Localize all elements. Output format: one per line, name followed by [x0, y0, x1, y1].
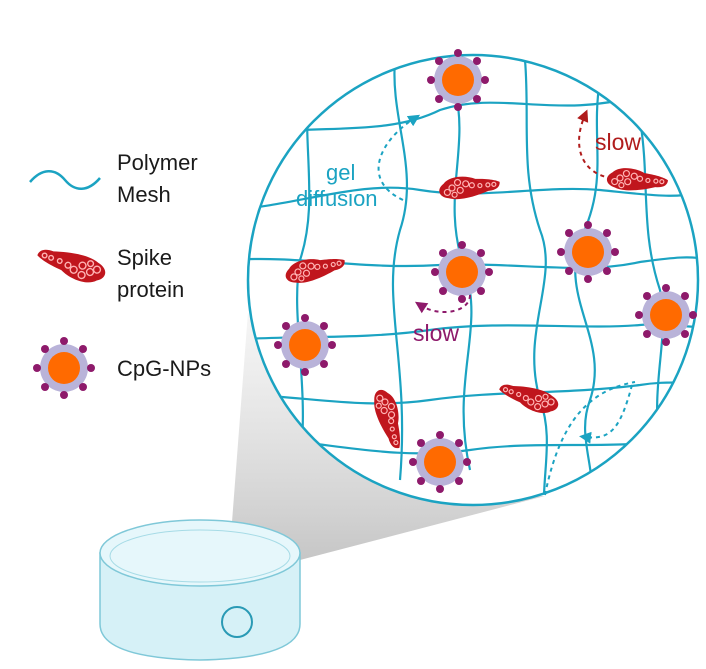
cpg-nanoparticle [557, 221, 619, 283]
cpg-nanoparticle [635, 284, 697, 346]
petri-dish [99, 519, 301, 661]
slow-arrow-purple [414, 294, 471, 314]
gel-diffusion-arrow-top [377, 114, 421, 201]
diffusion-label: diffusion [296, 186, 378, 211]
gel-label: gel [326, 160, 355, 185]
legend-cpg-label: CpG-NPs [117, 356, 211, 381]
legend-spike-line2: protein [117, 277, 184, 302]
gel-diffusion-arrow-bottom [544, 381, 636, 496]
dish-sample-circle [221, 606, 253, 638]
polymer-mesh-icon [29, 170, 101, 190]
cpg-np-icon [33, 337, 95, 399]
legend-polymer-mesh-line2: Mesh [117, 182, 171, 207]
cpg-nanoparticle [431, 241, 493, 303]
legend: Polymer Mesh Spike protein CpG-NPs [29, 150, 211, 399]
cpg-nanoparticle [409, 431, 471, 493]
legend-spike-line1: Spike [117, 245, 172, 270]
gel-diffusion-arrow-bottom-head [579, 384, 633, 444]
legend-polymer-mesh-line1: Polymer [117, 150, 198, 175]
spike-protein-icon [33, 239, 110, 290]
cpg-nanoparticle [274, 314, 336, 376]
slow-label-purple: slow [413, 320, 459, 346]
slow-label-red: slow [595, 129, 641, 155]
cpg-nanoparticle [427, 49, 489, 111]
